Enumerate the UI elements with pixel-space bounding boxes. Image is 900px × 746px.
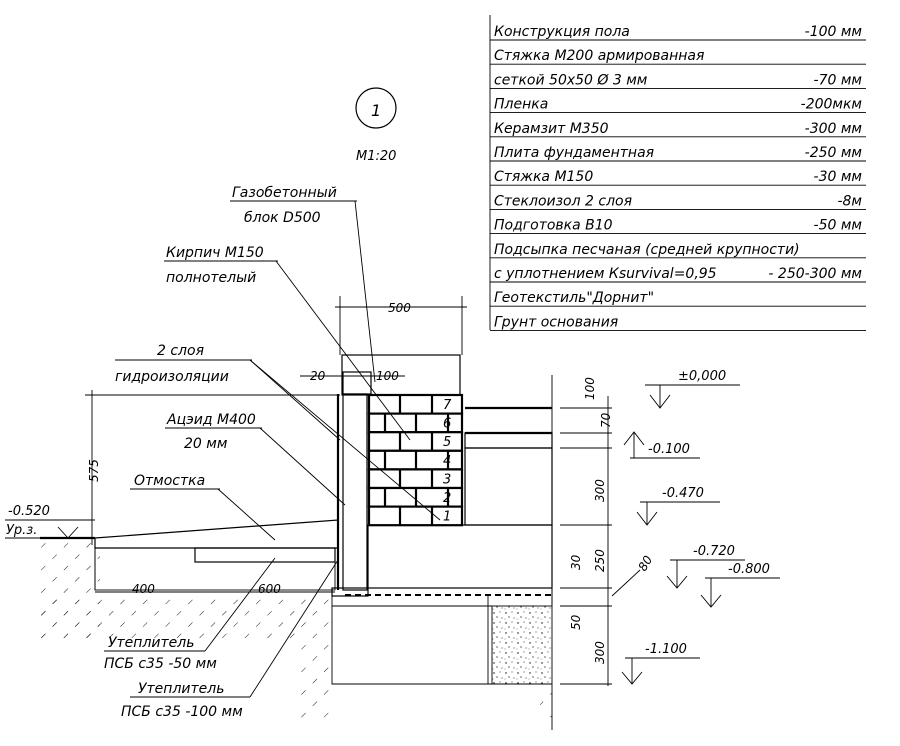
callout-insul2-2: ПСБ с35 -100 мм — [121, 704, 243, 720]
layer-name: Стяжка М150 — [494, 169, 593, 185]
brick-row-number: 7 — [443, 398, 452, 413]
layer-value: -300 мм — [805, 121, 863, 137]
dim-wall-width: 500 — [388, 301, 411, 315]
layer-name: Керамзит М350 — [494, 121, 609, 137]
view-marker: 1 М1:20 — [355, 87, 397, 164]
layer-name: Подготовка В10 — [494, 218, 613, 234]
layer-value: -30 мм — [814, 169, 863, 185]
dim-v250: 250 — [593, 549, 607, 572]
level-800: -0.800 — [728, 562, 770, 577]
callout-waterproof-2: гидроизоляции — [115, 369, 229, 385]
dim-80: 80 — [635, 553, 655, 574]
view-id: 1 — [371, 101, 381, 120]
brick-row-number: 2 — [443, 491, 451, 506]
layer-name: Грунт основания — [494, 314, 618, 330]
dim-v70: 70 — [599, 412, 613, 428]
brick-row-number: 3 — [443, 472, 451, 487]
dim-v300b: 300 — [593, 641, 607, 664]
brick-row-number: 5 — [443, 435, 451, 450]
layer-value: -100 мм — [805, 24, 863, 40]
brick-course — [367, 505, 464, 527]
ground-level-value: -0.520 — [8, 504, 50, 519]
layer-value: -70 мм — [814, 72, 863, 88]
layer-name: Геотекстиль"Дорнит" — [494, 290, 654, 306]
callout-aceid-1: Ацэид М400 — [166, 412, 256, 428]
callout-gasblock-2: блок D500 — [244, 210, 321, 226]
dim-400: 400 — [132, 582, 155, 596]
dim-v300: 300 — [593, 479, 607, 502]
layer-name: Пленка — [494, 97, 548, 113]
layer-name: Плита фундаментная — [494, 145, 654, 161]
soil-section — [40, 375, 553, 730]
dimension-lines: 500 20 100 575 400 600 100 70 300 250 30… — [85, 296, 655, 686]
wall-section: 7 6 5 4 3 2 1 — [331, 354, 464, 597]
layer-name: Подсыпка песчаная (средней крупности) — [494, 242, 800, 258]
level-720: -0.720 — [693, 544, 735, 559]
layer-value: -8м — [837, 193, 862, 209]
callout-insul1-1: Утеплитель — [108, 635, 194, 651]
level-100: -0.100 — [648, 442, 690, 457]
callout-brick-2: полнотелый — [166, 270, 256, 286]
callout-aceid-2: 20 мм — [184, 436, 228, 452]
callout-insul1-2: ПСБ с35 -50 мм — [104, 656, 217, 672]
callout-blind-area: Отмостка — [134, 473, 205, 489]
dim-575: 575 — [87, 459, 101, 482]
dim-600: 600 — [258, 582, 281, 596]
level-1100: -1.100 — [645, 642, 687, 657]
layer-value: -250 мм — [805, 145, 863, 161]
callout-brick-1: Кирпич М150 — [166, 245, 264, 261]
layer-name: Стеклоизол 2 слоя — [494, 193, 632, 209]
layer-name: с уплотнением Кsurvival=0,95 — [494, 266, 717, 282]
callout-insul2-1: Утеплитель — [138, 681, 224, 697]
dim-100-top: 100 — [376, 369, 399, 383]
callouts: Газобетонный блок D500 Кирпич М150 полно… — [104, 185, 441, 720]
ground-level-label: Ур.з. — [6, 523, 37, 538]
layer-value: -50 мм — [814, 218, 863, 234]
layer-name: Конструкция пола — [494, 24, 630, 40]
layer-name: Стяжка М200 армированная — [494, 48, 704, 64]
brick-row-number: 6 — [443, 417, 451, 432]
level-marks: ±0,000 -0.100 -0.470 -0.720 -0.800 -1.10… — [5, 369, 780, 685]
callout-waterproof-1: 2 слоя — [157, 343, 204, 359]
brick-row-number: 1 — [443, 510, 451, 525]
callout-gasblock-1: Газобетонный — [232, 185, 337, 201]
dim-20: 20 — [310, 369, 326, 383]
level-470: -0.470 — [662, 486, 704, 501]
layer-value: - 250-300 мм — [768, 266, 862, 282]
dim-v30: 30 — [569, 554, 583, 570]
layer-name: сеткой 50х50 Ø 3 мм — [494, 72, 648, 88]
brick-row-number: 4 — [443, 454, 451, 469]
layer-value: -200мкм — [801, 97, 863, 113]
dim-v100: 100 — [583, 377, 597, 400]
level-0: ±0,000 — [678, 369, 726, 384]
dim-v50: 50 — [569, 614, 583, 630]
layer-table: Конструкция пола -100 мм Стяжка М200 армир… — [489, 15, 866, 331]
scale-label: М1:20 — [356, 149, 396, 164]
